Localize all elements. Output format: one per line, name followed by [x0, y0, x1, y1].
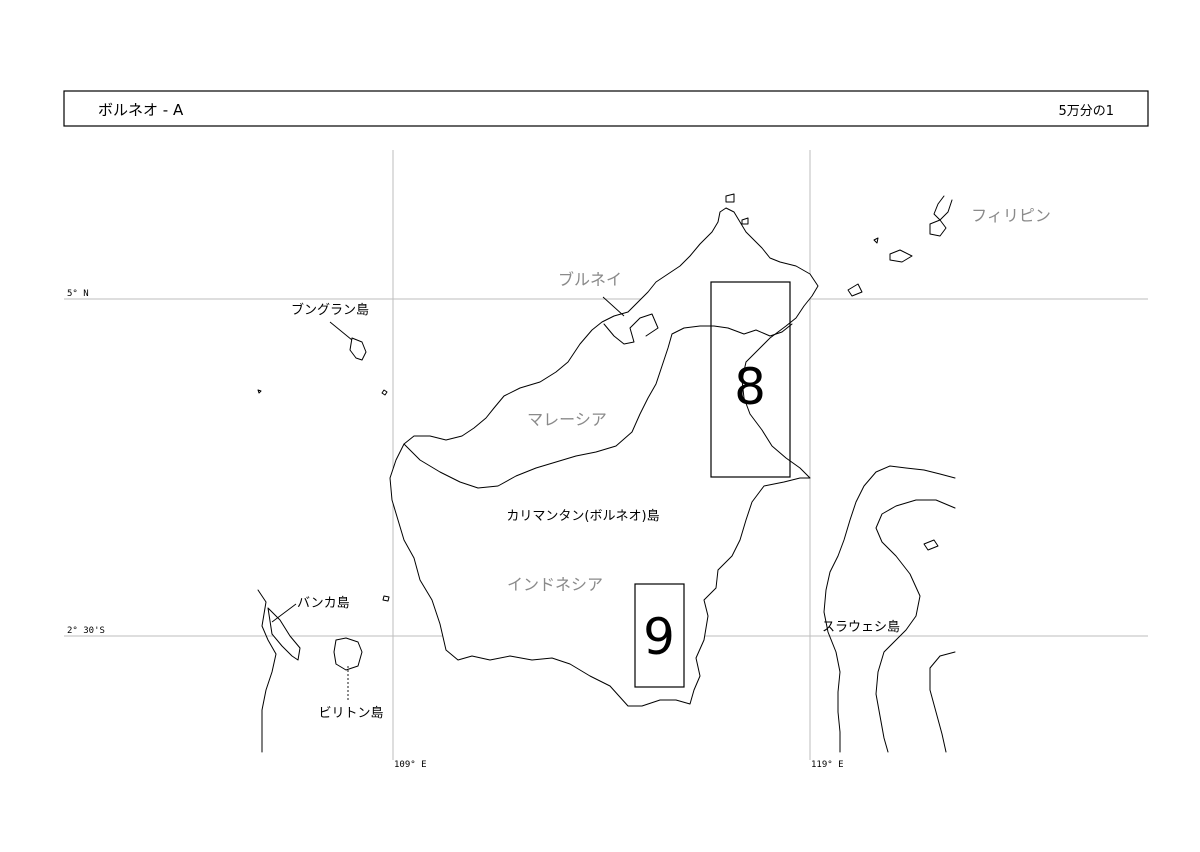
place-label-belitung: ビリトン島 — [318, 706, 383, 721]
brunei-boundary — [603, 313, 659, 345]
bangka-island — [267, 607, 301, 661]
small-islet-4 — [923, 539, 939, 551]
sulawesi-east-arm — [929, 651, 956, 753]
country-label-indonesia: インドネシア — [507, 575, 603, 594]
sabah-inlet — [727, 323, 793, 337]
place-label-borneo: カリマンタン(ボルネオ)島 — [506, 509, 659, 524]
belitung-island — [333, 637, 363, 671]
philippines-island-4 — [873, 237, 879, 244]
place-label-sulawesi: スラウェシ島 — [822, 620, 900, 635]
place-label-bangka: バンカ島 — [297, 596, 350, 611]
scale-label: 5万分の1 — [1058, 104, 1114, 119]
philippines-island-3 — [847, 283, 863, 297]
sheet-9-frame[interactable] — [634, 583, 685, 688]
coord-label-109e: 109° E — [394, 760, 427, 770]
coord-label-119e: 119° E — [811, 760, 844, 770]
sabah-islet-1 — [725, 193, 735, 203]
header-frame — [63, 90, 1149, 127]
coord-label-5n: 5° N — [67, 289, 89, 299]
bangka-leader-line — [271, 603, 297, 623]
sabah-islet-2 — [741, 217, 749, 225]
bunguran-island — [349, 337, 367, 361]
brunei-leader-line — [602, 296, 625, 317]
small-islet-1 — [381, 389, 388, 396]
international-boundary — [403, 325, 729, 489]
philippines-coast — [933, 195, 953, 221]
sheet-8-frame[interactable] — [710, 281, 791, 478]
map-title: ボルネオ - A — [98, 101, 184, 119]
small-islet-3 — [382, 595, 390, 602]
sumatra-coast — [257, 589, 277, 753]
sheet-8-number: 8 — [734, 358, 766, 416]
country-label-brunei: ブルネイ — [558, 270, 622, 289]
philippines-island-1 — [929, 219, 947, 237]
philippines-island-2 — [889, 249, 913, 263]
country-label-malaysia: マレーシア — [527, 410, 607, 429]
sulawesi-gulf — [875, 499, 956, 753]
bunguran-leader-line — [329, 321, 353, 341]
small-islet-2 — [257, 389, 262, 394]
country-label-philippines: フィリピン — [971, 206, 1051, 225]
place-label-bunguran: ブングラン島 — [291, 302, 369, 318]
sulawesi-coastline — [823, 465, 956, 753]
sheet-9-number: 9 — [643, 608, 675, 666]
coord-label-2-30s: 2° 30'S — [67, 626, 105, 636]
